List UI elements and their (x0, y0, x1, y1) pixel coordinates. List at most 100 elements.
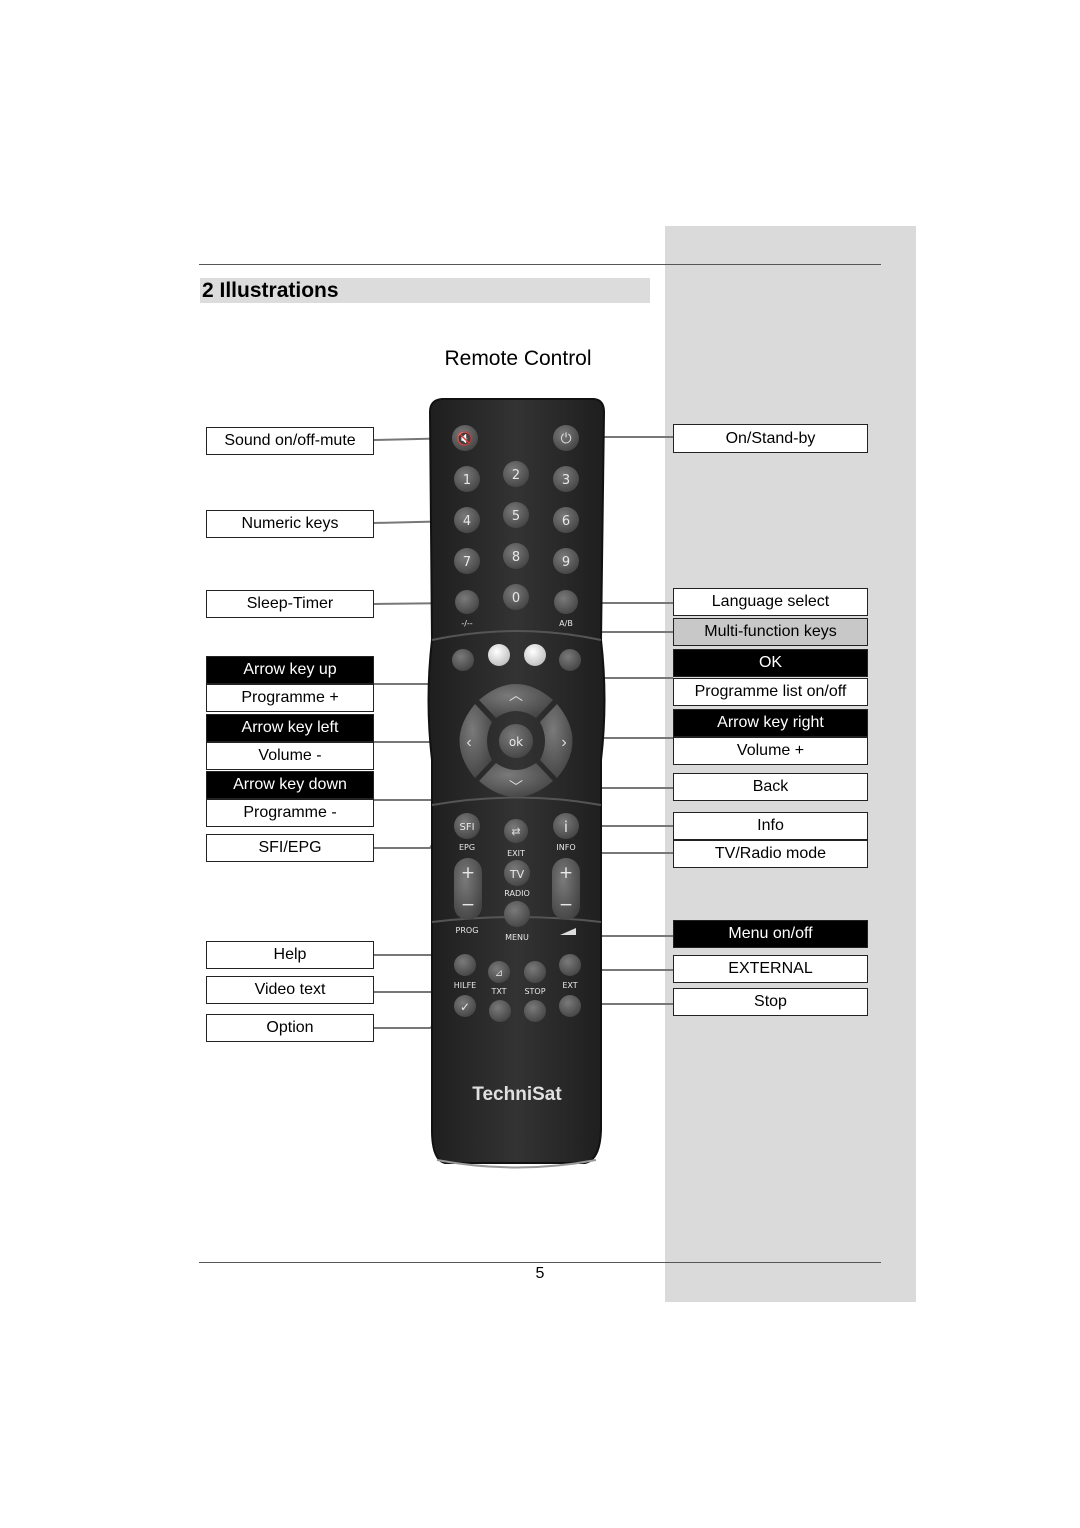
sleep-timer-button[interactable] (455, 590, 479, 614)
multi-function-key-4[interactable] (559, 649, 581, 671)
option-button[interactable] (454, 995, 476, 1017)
external-button[interactable] (559, 954, 581, 976)
lower-key-3[interactable] (524, 1000, 546, 1022)
digit-5-button[interactable]: 5 (503, 502, 529, 528)
prog-minus-glyph: − (461, 895, 475, 915)
mute-button[interactable]: 🔇 (452, 425, 478, 451)
label-back: Back (673, 773, 868, 801)
label-stop: Stop (673, 988, 868, 1016)
label-sleep-timer: Sleep-Timer (206, 590, 374, 618)
multi-function-key-1[interactable] (452, 649, 474, 671)
info-caption: INFO (556, 843, 575, 852)
chevron-down-icon: ﹀ (509, 779, 523, 795)
stop-key-upper[interactable] (524, 961, 546, 983)
digit-4-button[interactable]: 4 (454, 507, 480, 533)
tv-radio-button[interactable] (504, 860, 530, 886)
digit-8-button[interactable]: 8 (503, 543, 529, 569)
standby-button[interactable]: ⏻ (553, 425, 579, 451)
label-programme-minus: Programme - (206, 799, 374, 827)
label-video-text: Video text (206, 976, 374, 1004)
digit-0-button[interactable]: 0 (503, 584, 529, 610)
digit-label: 0 (512, 591, 520, 606)
page-number: 5 (535, 1265, 545, 1282)
label-numeric-keys: Numeric keys (206, 510, 374, 538)
digit-label: 1 (463, 473, 471, 488)
videotext-button[interactable] (488, 961, 510, 983)
label-on-standby: On/Stand-by (673, 424, 868, 453)
label-programme-plus: Programme + (206, 684, 374, 712)
digit-label: 8 (512, 550, 520, 565)
label-option: Option (206, 1014, 374, 1042)
label-info: Info (673, 812, 868, 840)
chevron-up-icon: ︿ (509, 687, 523, 703)
stop-button[interactable] (559, 995, 581, 1017)
digit-label: 2 (512, 468, 520, 483)
bottom-rule (199, 1262, 881, 1263)
arrow-right-button[interactable] (540, 704, 573, 778)
digit-label: 9 (562, 555, 570, 570)
label-multi-function-keys: Multi-function keys (673, 618, 868, 646)
digit-label: 3 (562, 473, 570, 488)
vol-minus-glyph: − (559, 895, 573, 915)
dash-key-caption: -/-- (461, 619, 472, 628)
label-arrow-up: Arrow key up (206, 656, 374, 684)
label-help: Help (206, 941, 374, 969)
programme-rocker[interactable] (454, 858, 482, 920)
label-programme-list: Programme list on/off (673, 678, 868, 706)
digit-9-button[interactable]: 9 (553, 548, 579, 574)
label-sfi-epg: SFI/EPG (206, 834, 374, 862)
exit-back-button[interactable] (504, 819, 528, 843)
ext-caption: EXT (562, 981, 577, 990)
label-language-select: Language select (673, 588, 868, 616)
stop-caption: STOP (524, 987, 545, 996)
digit-label: 4 (463, 514, 471, 529)
lower-key-2[interactable] (489, 1000, 511, 1022)
chevron-right-icon: › (561, 734, 566, 751)
prog-caption: PROG (456, 926, 479, 935)
arrow-down-button[interactable] (479, 763, 553, 797)
ok-key-caption: ok (509, 735, 523, 749)
sfi-button[interactable] (454, 813, 480, 839)
info-icon: i (564, 818, 568, 836)
label-ok: OK (673, 649, 868, 677)
digit-1-button[interactable]: 1 (454, 466, 480, 492)
volume-rocker[interactable] (552, 858, 580, 920)
menu-caption: MENU (505, 933, 529, 942)
info-button[interactable] (553, 813, 579, 839)
multi-function-keys (452, 644, 581, 671)
help-button[interactable] (454, 954, 476, 976)
label-volume-minus: Volume - (206, 742, 374, 770)
txt-caption: TXT (490, 987, 506, 996)
volume-wedge-icon (560, 928, 576, 935)
chevron-left-icon: ‹ (466, 734, 471, 751)
technisat-logo: TechniSat (472, 1084, 562, 1105)
label-arrow-left: Arrow key left (206, 714, 374, 742)
back-arrows-icon: ⇄ (511, 826, 520, 838)
speaker-mute-icon: 🔇 (457, 431, 473, 446)
digit-6-button[interactable]: 6 (553, 507, 579, 533)
multi-function-key-2[interactable] (488, 644, 510, 666)
tv-key-caption: TV (509, 868, 525, 881)
label-menu-on-off: Menu on/off (673, 920, 868, 948)
epg-caption: EPG (459, 843, 475, 852)
digit-2-button[interactable]: 2 (503, 461, 529, 487)
section-heading: 2 Illustrations (200, 278, 650, 303)
arrow-up-button[interactable] (479, 684, 553, 718)
arrow-left-button[interactable] (459, 704, 493, 778)
menu-button[interactable] (504, 901, 530, 927)
radio-caption: RADIO (504, 889, 530, 898)
label-sound-mute: Sound on/off-mute (206, 427, 374, 455)
label-tv-radio-mode: TV/Radio mode (673, 840, 868, 868)
digit-3-button[interactable]: 3 (553, 466, 579, 492)
prog-plus-glyph: + (461, 863, 475, 883)
language-ab-button[interactable] (554, 590, 578, 614)
sfi-key-caption: SFI (459, 822, 474, 833)
multi-function-key-3[interactable] (524, 644, 546, 666)
digit-7-button[interactable]: 7 (454, 548, 480, 574)
ok-button[interactable] (499, 724, 533, 758)
figure-title: Remote Control (444, 347, 592, 370)
digit-label: 5 (512, 509, 520, 524)
digit-label: 6 (562, 514, 570, 529)
teletext-icon: ⊿ (495, 968, 503, 979)
